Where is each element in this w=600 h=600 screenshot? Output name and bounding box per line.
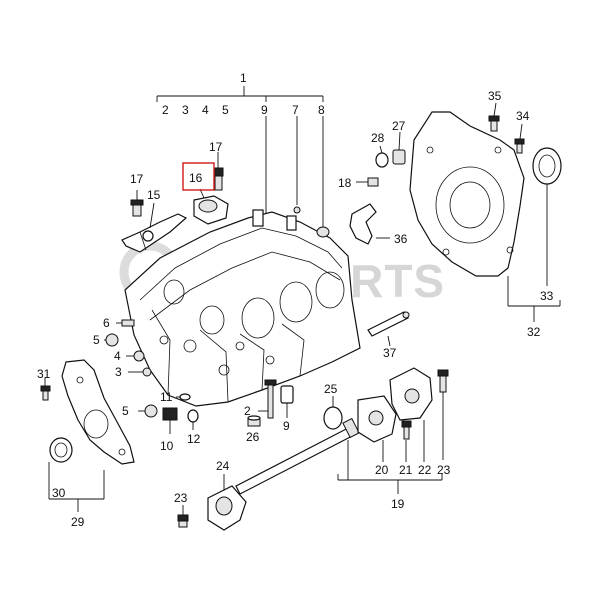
part-27-plug bbox=[392, 131, 406, 165]
part-21-bolt bbox=[401, 420, 412, 440]
callout-11: 11 bbox=[160, 390, 173, 404]
callout-group-5: 5 bbox=[222, 103, 229, 117]
callout-group-2: 2 bbox=[162, 103, 169, 117]
callout-24: 24 bbox=[216, 459, 230, 473]
part-10-block bbox=[162, 407, 178, 434]
callout-group-3: 3 bbox=[182, 103, 189, 117]
callout-32: 32 bbox=[527, 325, 541, 339]
part-20-pump-body bbox=[357, 395, 397, 443]
part-6-pin bbox=[116, 319, 135, 327]
group-19-bracket bbox=[337, 420, 443, 494]
callout-30: 30 bbox=[52, 486, 66, 500]
callout-17-top: 17 bbox=[209, 140, 223, 154]
part-9-sleeve bbox=[280, 385, 294, 418]
part-shaft bbox=[235, 417, 360, 495]
part-16-cover bbox=[193, 188, 229, 225]
highlight-box-16 bbox=[182, 162, 215, 191]
part-15-bracket bbox=[121, 202, 188, 253]
part-24-sprocket bbox=[207, 474, 247, 531]
callout-27: 27 bbox=[392, 119, 406, 133]
callout-28: 28 bbox=[371, 131, 385, 145]
part-32-rear-cover bbox=[409, 111, 525, 277]
callout-19: 19 bbox=[391, 497, 405, 511]
part-35-bolt bbox=[488, 102, 500, 132]
part-26-washer bbox=[247, 415, 261, 427]
callout-36: 36 bbox=[394, 232, 408, 246]
part-4-plug bbox=[126, 350, 145, 362]
callout-6: 6 bbox=[103, 316, 110, 330]
part-34-bolt bbox=[514, 123, 525, 154]
part-7-pin bbox=[293, 206, 301, 214]
part-28-ring bbox=[375, 145, 389, 168]
part-36-clip bbox=[349, 203, 390, 245]
callout-22: 22 bbox=[418, 463, 432, 477]
callout-16: 16 bbox=[189, 171, 203, 185]
callout-12: 12 bbox=[187, 432, 201, 446]
callout-29: 29 bbox=[71, 515, 85, 529]
callout-8: 8 bbox=[318, 103, 325, 117]
part-23-bolt-right bbox=[437, 369, 449, 460]
callout-17-left: 17 bbox=[130, 172, 144, 186]
part-22-pump-cover bbox=[389, 367, 433, 421]
callout-10: 10 bbox=[160, 439, 174, 453]
callout-4: 4 bbox=[114, 349, 121, 363]
callout-3: 3 bbox=[115, 365, 122, 379]
callout-9: 9 bbox=[261, 103, 268, 117]
part-2-bolt bbox=[258, 379, 277, 419]
callout-21: 21 bbox=[399, 463, 413, 477]
callout-2: 2 bbox=[244, 404, 251, 418]
callout-26: 26 bbox=[246, 430, 260, 444]
callout-7: 7 bbox=[292, 103, 299, 117]
callout-23-lower: 23 bbox=[174, 491, 188, 505]
part-29-timing-cover bbox=[61, 359, 135, 465]
callout-37: 37 bbox=[383, 346, 397, 360]
callout-34: 34 bbox=[516, 109, 530, 123]
callout-5-upper: 5 bbox=[93, 333, 100, 347]
part-25-bearing bbox=[323, 396, 343, 430]
part-5-plug bbox=[104, 333, 119, 347]
part-11-ring bbox=[176, 393, 191, 401]
callout-group-4: 4 bbox=[202, 103, 209, 117]
engine-block bbox=[124, 209, 361, 407]
callout-9-lower: 9 bbox=[283, 419, 290, 433]
part-17-bolt bbox=[213, 152, 224, 191]
callout-25: 25 bbox=[324, 382, 338, 396]
callout-31: 31 bbox=[37, 367, 51, 381]
callout-1: 1 bbox=[240, 71, 247, 85]
group-1-bracket bbox=[156, 86, 324, 228]
part-31-bolt bbox=[40, 378, 51, 401]
callout-20: 20 bbox=[375, 463, 389, 477]
part-3-plug bbox=[128, 367, 152, 377]
callout-5-lower: 5 bbox=[122, 404, 129, 418]
group-29-bracket bbox=[48, 462, 105, 512]
part-18-plug bbox=[356, 177, 379, 187]
callout-35: 35 bbox=[488, 89, 502, 103]
part-30-seal bbox=[49, 437, 73, 463]
part-12-ring bbox=[187, 409, 199, 430]
callout-33: 33 bbox=[540, 289, 554, 303]
group-32-bracket bbox=[507, 276, 561, 322]
part-37-tube bbox=[367, 311, 410, 347]
callout-15: 15 bbox=[147, 188, 161, 202]
callout-23-right: 23 bbox=[437, 463, 451, 477]
part-17-bolt-left bbox=[130, 190, 144, 217]
part-33-seal bbox=[532, 147, 562, 286]
part-5-plug-lower bbox=[138, 404, 158, 418]
part-23-bolt-lower bbox=[177, 505, 189, 528]
callout-labels: 1 2 3 4 5 9 7 8 17 16 17 15 6 5 4 3 11 5… bbox=[37, 71, 554, 529]
callout-18: 18 bbox=[338, 176, 352, 190]
part-8-plug bbox=[316, 226, 330, 238]
